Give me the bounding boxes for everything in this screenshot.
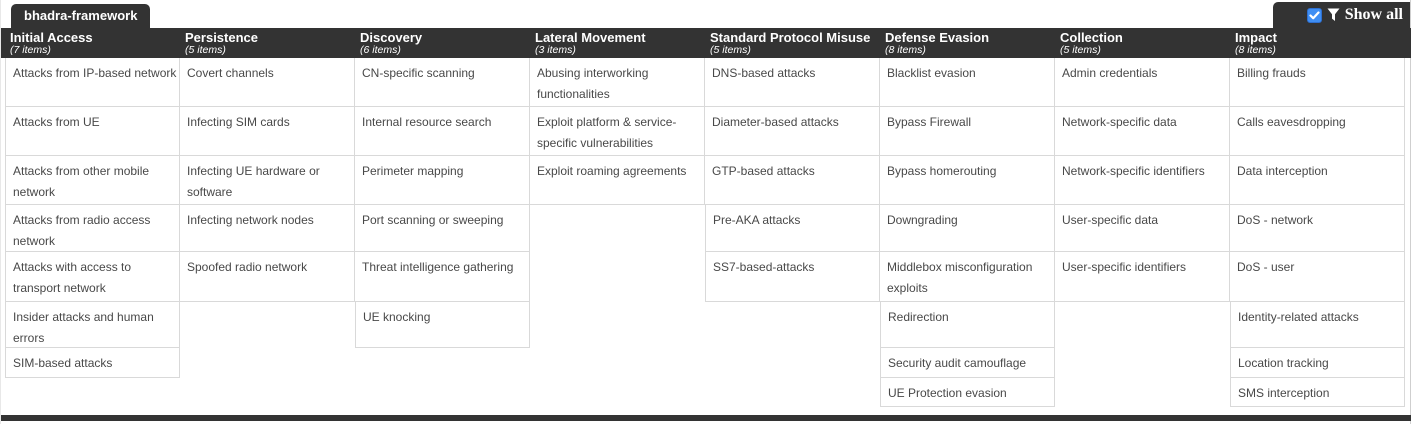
technique-cell[interactable]: Billing frauds <box>1230 58 1405 107</box>
tab-bar: bhadra-framework Show all <box>1 0 1410 28</box>
technique-cell[interactable]: Insider attacks and human errors <box>5 302 180 348</box>
column-item-count: (5 items) <box>185 44 226 56</box>
column-item-count: (5 items) <box>710 44 751 56</box>
column-title: Lateral Movement <box>535 30 646 45</box>
technique-cell[interactable]: Identity-related attacks <box>1230 302 1405 348</box>
technique-cell[interactable]: Bypass Firewall <box>880 107 1055 156</box>
column-item-count: (8 items) <box>1235 44 1276 56</box>
bottom-bar <box>1 415 1411 421</box>
tab-bhadra-framework[interactable]: bhadra-framework <box>11 4 151 28</box>
technique-cell[interactable]: Network-specific data <box>1055 107 1230 156</box>
column-title: Standard Protocol Misuse <box>710 30 871 45</box>
technique-cell[interactable]: Attacks from IP-based network <box>5 58 180 107</box>
technique-cell[interactable]: Infecting network nodes <box>180 205 355 252</box>
filter-icon <box>1327 8 1340 22</box>
technique-cell[interactable]: Calls eavesdropping <box>1230 107 1405 156</box>
column-header-persistence: Persistence(5 items) <box>180 28 355 58</box>
column-title: Persistence <box>185 30 258 45</box>
column-header-impact: Impact(8 items) <box>1230 28 1405 58</box>
column-header-lateral-movement: Lateral Movement(3 items) <box>530 28 705 58</box>
technique-cell[interactable]: Admin credentials <box>1055 58 1230 107</box>
column-item-count: (6 items) <box>360 44 401 56</box>
technique-cell[interactable]: Perimeter mapping <box>355 156 530 205</box>
technique-cell[interactable]: Attacks from radio access network <box>5 205 180 252</box>
column-header-initial-access: Initial Access(7 items) <box>5 28 180 58</box>
technique-cell[interactable]: Exploit platform & service-specific vuln… <box>530 107 705 156</box>
technique-cell[interactable]: UE Protection evasion <box>880 378 1055 407</box>
column-header-defense-evasion: Defense Evasion(8 items) <box>880 28 1055 58</box>
technique-cell[interactable]: User-specific data <box>1055 205 1230 252</box>
technique-cell[interactable]: SS7-based-attacks <box>705 252 880 302</box>
column-header-standard-protocol-misuse: Standard Protocol Misuse(5 items) <box>705 28 880 58</box>
matrix-header-row: Initial Access(7 items)Persistence(5 ite… <box>1 28 1411 58</box>
checkmark-icon <box>1309 10 1320 19</box>
technique-cell[interactable]: SIM-based attacks <box>5 348 180 378</box>
technique-cell[interactable]: Covert channels <box>180 58 355 107</box>
technique-cell[interactable]: Middlebox misconfiguration exploits <box>880 252 1055 302</box>
technique-cell[interactable]: Internal resource search <box>355 107 530 156</box>
column-item-count: (8 items) <box>885 44 926 56</box>
technique-cell[interactable]: UE knocking <box>355 302 530 348</box>
technique-cell[interactable]: Spoofed radio network <box>180 252 355 302</box>
column-title: Defense Evasion <box>885 30 990 45</box>
technique-cell[interactable]: SMS interception <box>1230 378 1405 407</box>
column-title: Collection <box>1060 30 1123 45</box>
technique-cell[interactable]: GTP-based attacks <box>705 156 880 205</box>
technique-cell[interactable]: Port scanning or sweeping <box>355 205 530 252</box>
column-item-count: (7 items) <box>10 44 51 56</box>
technique-cell[interactable]: CN-specific scanning <box>355 58 530 107</box>
column-title: Discovery <box>360 30 423 45</box>
technique-cell[interactable]: Infecting SIM cards <box>180 107 355 156</box>
technique-cell[interactable]: DNS-based attacks <box>705 58 880 107</box>
technique-cell[interactable]: Bypass homerouting <box>880 156 1055 205</box>
technique-cell[interactable]: DoS - user <box>1230 252 1405 302</box>
column-item-count: (3 items) <box>535 44 576 56</box>
technique-cell[interactable]: Attacks from other mobile network <box>5 156 180 205</box>
technique-cell[interactable]: Blacklist evasion <box>880 58 1055 107</box>
technique-cell[interactable]: Network-specific identifiers <box>1055 156 1230 205</box>
technique-cell[interactable]: Attacks with access to transport network <box>5 252 180 302</box>
technique-cell[interactable]: Location tracking <box>1230 348 1405 378</box>
technique-cell[interactable]: Attacks from UE <box>5 107 180 156</box>
column-header-collection: Collection(5 items) <box>1055 28 1230 58</box>
show-all-checkbox[interactable] <box>1306 7 1322 23</box>
technique-cell[interactable]: Security audit camouflage <box>880 348 1055 378</box>
column-title: Initial Access <box>10 30 93 45</box>
technique-cell[interactable]: Exploit roaming agreements <box>530 156 705 205</box>
technique-cell[interactable]: Pre-AKA attacks <box>705 205 880 252</box>
technique-cell[interactable]: Downgrading <box>880 205 1055 252</box>
column-title: Impact <box>1235 30 1277 45</box>
technique-cell[interactable]: User-specific identifiers <box>1055 252 1230 302</box>
tab-label: bhadra-framework <box>24 8 138 23</box>
technique-cell[interactable]: Redirection <box>880 302 1055 348</box>
show-all-label: Show all <box>1344 6 1403 23</box>
technique-cell[interactable]: DoS - network <box>1230 205 1405 252</box>
technique-cell[interactable]: Infecting UE hardware or software <box>180 156 355 205</box>
column-item-count: (5 items) <box>1060 44 1101 56</box>
technique-cell[interactable]: Abusing interworking functionalities <box>530 58 705 107</box>
show-all-control[interactable]: Show all <box>1272 2 1410 28</box>
column-header-discovery: Discovery(6 items) <box>355 28 530 58</box>
technique-cell[interactable]: Data interception <box>1230 156 1405 205</box>
technique-cell[interactable]: Diameter-based attacks <box>705 107 880 156</box>
technique-cell[interactable]: Threat intelligence gathering <box>355 252 530 302</box>
